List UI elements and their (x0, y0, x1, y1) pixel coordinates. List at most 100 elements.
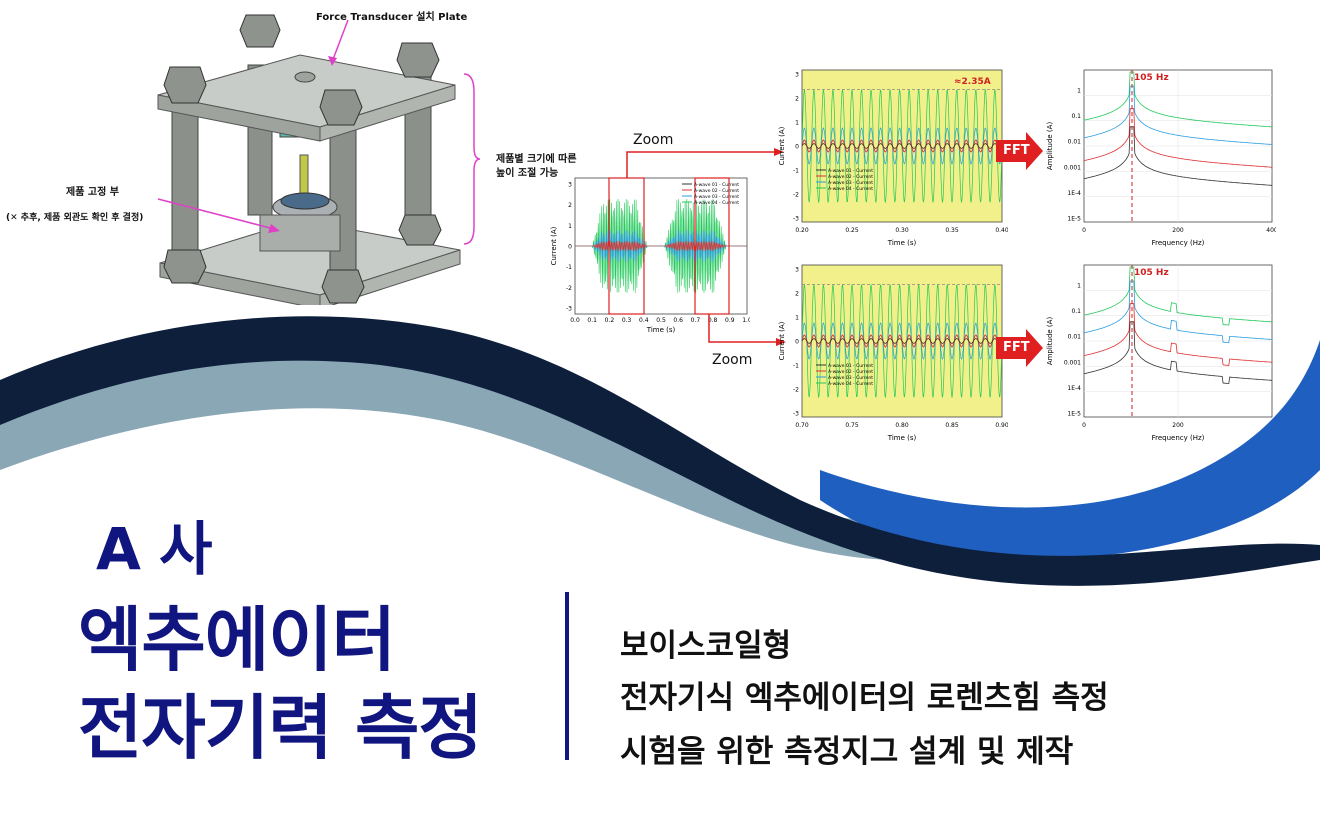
jig-3d-drawing (157, 14, 461, 305)
y-tick-label: 3 (795, 267, 799, 274)
y-tick-label: -2 (566, 285, 572, 292)
fft-top-xlabel: Frequency (Hz) (1152, 239, 1205, 247)
plate-pointer-arrow (328, 19, 349, 66)
x-tick-label: 400 (1266, 227, 1276, 234)
zoom-top-waveforms (801, 88, 1003, 204)
x-tick-label: 0.3 (622, 317, 632, 324)
y-tick-label: 2 (795, 96, 799, 103)
fft-top-curves (1083, 71, 1273, 186)
subtitle-line2: 전자기식 엑추에이터의 로렌츠힘 측정 (620, 680, 1109, 716)
zoom-label-top: Zoom (633, 132, 674, 148)
y-tick-label: 1 (795, 120, 799, 127)
y-tick-label: -3 (566, 306, 572, 313)
x-tick-label: 0.4 (639, 317, 649, 324)
x-tick-label: 0.7 (691, 317, 701, 324)
x-tick-label: 0.2 (605, 317, 615, 324)
overview-xlabel: Time (s) (646, 326, 676, 334)
y-tick-label: 1E-4 (1067, 190, 1081, 197)
y-tick-label: 0.001 (1064, 164, 1081, 171)
y-tick-label: 2 (795, 291, 799, 298)
title-line3: 전자기력 측정 (78, 687, 483, 769)
y-tick-label: -2 (793, 387, 799, 394)
spectrum-line (1083, 85, 1273, 145)
fixture-note: (✕ 추후, 제품 외관도 확인 후 결정) (6, 213, 144, 223)
x-tick-label: 0.35 (945, 227, 959, 234)
y-tick-label: 1 (1077, 88, 1081, 95)
subtitle-line1: 보이스코일형 (620, 628, 792, 664)
y-tick-label: 1E-4 (1067, 385, 1081, 392)
legend-entry: A-wave 02 - Current (828, 369, 873, 375)
spectrum-line (1083, 280, 1273, 344)
x-tick-label: 0.80 (895, 422, 909, 429)
spectrum-line (1083, 266, 1273, 326)
y-tick-label: 0.1 (1071, 308, 1081, 315)
x-tick-label: 0 (1082, 422, 1086, 429)
x-tick-label: 0.8 (708, 317, 718, 324)
legend-entry: A-wave 02 - Current (694, 188, 739, 194)
spectrum-line (1083, 108, 1272, 168)
series-line (801, 143, 1003, 149)
y-tick-label: 0.01 (1068, 334, 1082, 341)
fft-top-ylabel: Amplitude (A) (1046, 122, 1054, 171)
zoom-arrow-top (626, 148, 784, 178)
x-tick-label: 0.25 (845, 227, 859, 234)
y-tick-label: 0 (795, 144, 799, 151)
swoosh-navy (0, 316, 1320, 586)
zoom-label-bottom: Zoom (712, 352, 753, 368)
fft-label-top: FFT (1003, 143, 1030, 158)
zoom-bottom-xlabel: Time (s) (887, 434, 917, 442)
x-tick-label: 0.40 (995, 227, 1008, 234)
y-tick-label: 1 (795, 315, 799, 322)
y-tick-label: 0.001 (1064, 359, 1081, 366)
title-line1: A 사 (96, 515, 212, 583)
x-tick-label: 0.20 (795, 227, 809, 234)
title-divider (565, 592, 569, 760)
swoosh-greyblue (0, 350, 900, 560)
x-tick-label: 0 (1082, 227, 1086, 234)
plate-label: Force Transducer 설치 Plate (316, 12, 468, 23)
y-tick-label: 0 (568, 244, 572, 251)
y-tick-label: 3 (795, 72, 799, 79)
x-tick-label: 0.70 (795, 422, 809, 429)
fixture-pointer-arrow (157, 198, 280, 233)
fft-bottom-xlabel: Frequency (Hz) (1152, 434, 1205, 442)
y-tick-label: -3 (793, 216, 799, 223)
fixture-label: 제품 고정 부 (66, 187, 119, 198)
x-tick-label: 0.0 (570, 317, 580, 324)
overview-ylabel: Current (A) (550, 226, 558, 265)
legend-entry: A-wave 04 - Current (828, 381, 873, 387)
series-line (801, 338, 1003, 344)
legend-entry: A-wave 04 - Current (828, 186, 873, 192)
fft-bottom-peak-label: 105 Hz (1134, 268, 1169, 278)
legend-entry: A-wave 01 - Current (828, 363, 873, 369)
y-tick-label: 0.1 (1071, 113, 1081, 120)
zoom-bottom-ylabel: Current (A) (778, 321, 786, 360)
x-tick-label: 0.6 (673, 317, 683, 324)
zoom-box-2 (694, 177, 730, 315)
y-tick-label: 3 (568, 182, 572, 189)
zoom-bottom-waveforms (801, 283, 1003, 399)
fft-bottom-curves (1083, 266, 1273, 384)
y-tick-label: -3 (793, 411, 799, 418)
fft-label-bottom: FFT (1003, 340, 1030, 355)
legend-entry: A-wave 04 - Current (694, 200, 739, 206)
y-tick-label: -2 (793, 192, 799, 199)
overview-waveforms (575, 198, 747, 294)
swoosh-blue (820, 340, 1320, 560)
zoom-top-ylabel: Current (A) (778, 126, 786, 165)
height-note-line2: 높이 조절 가능 (496, 168, 559, 179)
zoom-arrow-bottom (708, 314, 786, 346)
spectrum-line (1083, 71, 1273, 128)
x-tick-label: 0.1 (587, 317, 597, 324)
spectrum-line (1083, 303, 1272, 366)
fft-bottom-ylabel: Amplitude (A) (1046, 317, 1054, 366)
x-tick-label: 0.30 (895, 227, 909, 234)
title-line2: 엑추에이터 (78, 599, 396, 681)
zoom-top-xlabel: Time (s) (887, 239, 917, 247)
y-tick-label: 1 (568, 223, 572, 230)
